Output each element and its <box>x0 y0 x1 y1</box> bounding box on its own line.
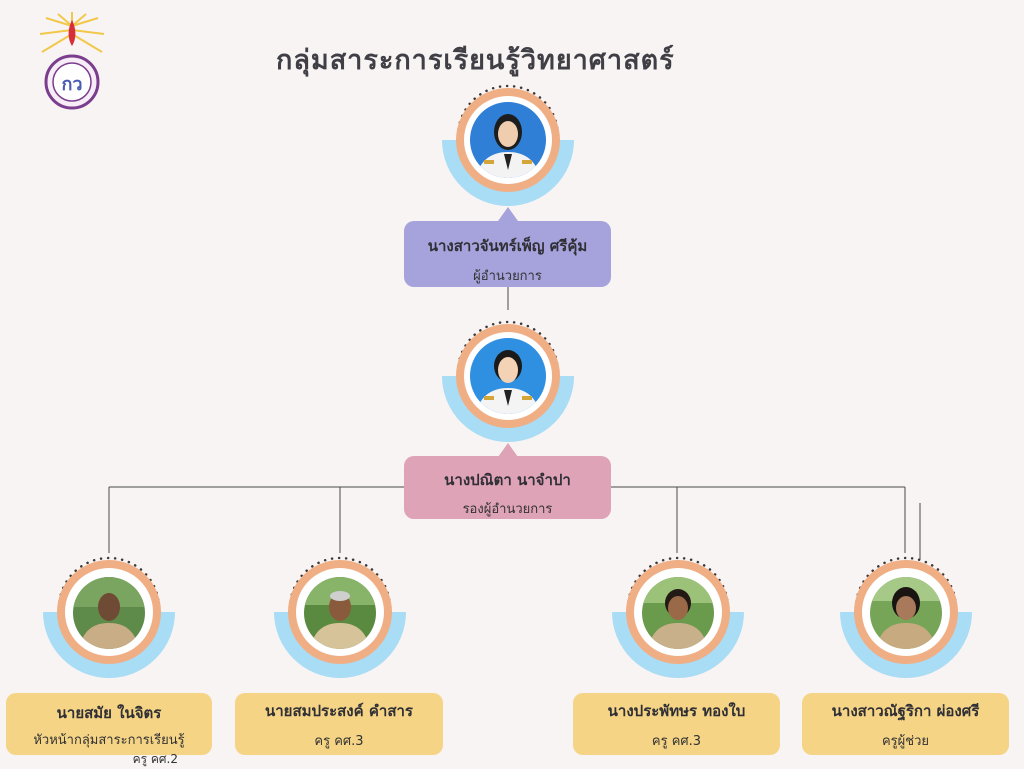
staff-card-1: นายสมัย ในจิตร หัวหน้ากลุ่มสาระการเรียนร… <box>6 693 212 766</box>
staff-photo-2 <box>304 577 376 649</box>
director-avatar <box>438 84 578 224</box>
staff-card-2: นายสมประสงค์ คำสาร ครู คศ.3 <box>235 693 443 755</box>
staff-photo-4 <box>870 577 942 649</box>
director-card: นางสาวจันทร์เพ็ญ ศรีคุ้ม ผู้อำนวยการ <box>404 221 611 287</box>
staff-avatar-2 <box>270 550 410 690</box>
staff-role-4: ครูผู้ช่วย <box>881 734 930 749</box>
staff-avatar-1 <box>39 550 179 690</box>
staff-avatar-4 <box>836 550 976 690</box>
staff-name-4: นางสาวณัฐริกา ผ่องศรี <box>831 702 980 720</box>
svg-text:กว: กว <box>61 74 82 95</box>
staff-card-3: นางประพัทษร ทองใบ ครู คศ.3 <box>573 693 780 755</box>
staff-role-2: ครู คศ.3 <box>314 734 364 749</box>
deputy-role: รองผู้อำนวยการ <box>462 502 553 517</box>
director-photo <box>470 102 546 178</box>
staff-role-1-secondary: ครู คศ.2 <box>132 752 178 766</box>
school-emblem-icon: กว <box>36 12 108 112</box>
deputy-card: นางปณิตา นาจำปา รองผู้อำนวยการ <box>404 456 611 519</box>
staff-avatar-3 <box>608 550 748 690</box>
deputy-avatar <box>438 318 578 458</box>
staff-card-4: นางสาวณัฐริกา ผ่องศรี ครูผู้ช่วย <box>802 693 1009 755</box>
staff-photo-3 <box>642 577 714 649</box>
deputy-name: นางปณิตา นาจำปา <box>444 471 571 489</box>
page-title: กลุ่มสาระการเรียนรู้วิทยาศาสตร์ <box>276 45 675 76</box>
staff-photo-1 <box>73 577 145 649</box>
director-name: นางสาวจันทร์เพ็ญ ศรีคุ้ม <box>427 237 588 255</box>
staff-role-3: ครู คศ.3 <box>651 734 702 749</box>
staff-name-2: นายสมประสงค์ คำสาร <box>265 702 413 720</box>
director-role: ผู้อำนวยการ <box>473 269 542 284</box>
deputy-photo <box>470 338 546 414</box>
staff-name-1: นายสมัย ในจิตร <box>56 704 162 722</box>
staff-name-3: นางประพัทษร ทองใบ <box>607 702 746 720</box>
staff-role-1: หัวหน้ากลุ่มสาระการเรียนรู้ <box>33 733 185 748</box>
